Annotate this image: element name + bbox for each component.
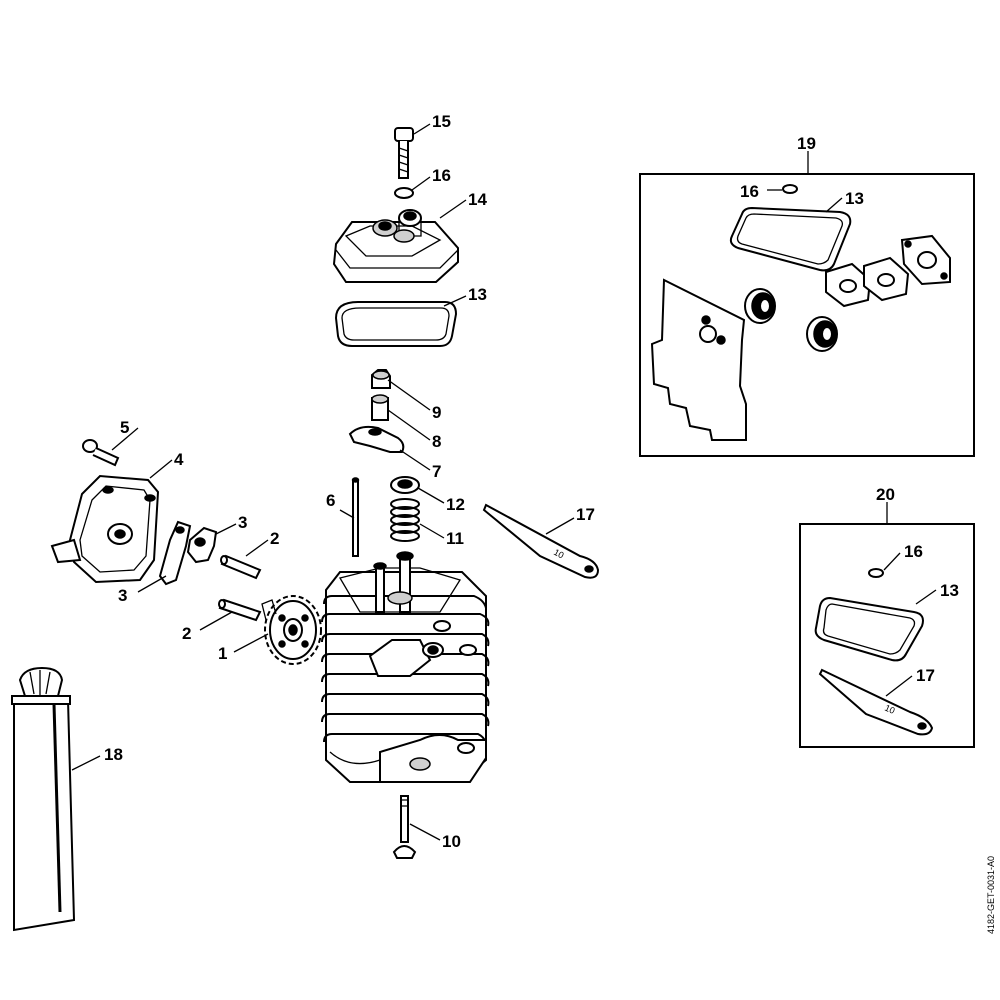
kit-19-flange-gasket-1 xyxy=(825,262,872,308)
callout-18: 18 xyxy=(104,745,123,764)
kit-20-gasket xyxy=(814,596,924,662)
callout-1: 1 xyxy=(218,644,227,663)
kit-19-sheet-gasket xyxy=(650,278,747,441)
cam-cover-part-4 xyxy=(50,474,160,584)
pin-part-2-upper xyxy=(220,554,262,580)
kit-20-washer xyxy=(868,568,884,578)
washer-part-16 xyxy=(394,187,414,199)
callout-2-upper: 2 xyxy=(270,529,279,548)
callout-kit-20-16: 16 xyxy=(904,542,923,561)
reference-code: 4182-GET-0031-A0 xyxy=(986,856,996,934)
callout-labels: 15 16 14 13 9 8 7 12 11 6 17 10 5 4 3 3 … xyxy=(104,112,959,851)
lever-part-3-upper xyxy=(186,526,218,564)
valve-part-10 xyxy=(392,795,417,859)
screw-part-5 xyxy=(82,439,120,467)
kit-19-washer xyxy=(782,184,798,194)
callout-kit-20: 20 xyxy=(876,485,895,504)
leader-lines xyxy=(71,123,937,841)
callout-17: 17 xyxy=(576,505,595,524)
kit-20-tool: 10 xyxy=(818,668,934,736)
kit-20-contents: 10 xyxy=(814,568,934,736)
kit-19-box xyxy=(639,151,975,457)
kit-19-seal-2 xyxy=(806,316,838,352)
valve-cover-part-14 xyxy=(332,209,459,283)
cylinder xyxy=(321,551,490,783)
callout-kit-19: 19 xyxy=(797,134,816,153)
valve-tool-part-17: 10 xyxy=(482,503,600,579)
kit-19-contents xyxy=(650,184,951,441)
callout-3-upper: 3 xyxy=(238,513,247,532)
callout-12: 12 xyxy=(446,495,465,514)
sealant-tube-part-18 xyxy=(11,666,76,932)
pin-part-2-lower xyxy=(218,598,262,622)
gasket-part-13 xyxy=(334,301,458,347)
callout-kit-19-13: 13 xyxy=(845,189,864,208)
kit-19-flange-gasket-3 xyxy=(900,234,951,286)
callout-2-lower: 2 xyxy=(182,624,191,643)
callout-7: 7 xyxy=(432,462,441,481)
callout-15: 15 xyxy=(432,112,451,131)
callout-5: 5 xyxy=(120,418,129,437)
callout-kit-20-13: 13 xyxy=(940,581,959,600)
tool-marking: 10 xyxy=(552,547,566,561)
callout-kit-20-17: 17 xyxy=(916,666,935,685)
lever-part-3-lower xyxy=(158,520,192,586)
kit-20-tool-marking: 10 xyxy=(883,703,896,716)
callout-14: 14 xyxy=(468,190,487,209)
screw-part-15 xyxy=(394,127,414,179)
nut-part-9 xyxy=(371,369,391,389)
callout-4: 4 xyxy=(174,450,184,469)
callout-3-lower: 3 xyxy=(118,586,127,605)
kit-19-seal-1 xyxy=(744,288,776,324)
callout-8: 8 xyxy=(432,432,441,451)
valve-spring-part-11 xyxy=(390,498,420,542)
callout-6: 6 xyxy=(326,491,335,510)
callout-kit-19-16: 16 xyxy=(740,182,759,201)
spring-retainer-part-12 xyxy=(390,476,420,494)
sleeve-part-8 xyxy=(371,394,389,421)
gear-part-1 xyxy=(261,595,322,665)
callout-16: 16 xyxy=(432,166,451,185)
rocker-arm-part-7 xyxy=(348,425,405,453)
callout-9: 9 xyxy=(432,403,441,422)
callout-11: 11 xyxy=(446,529,464,548)
kit-20-box xyxy=(799,502,975,748)
callout-10: 10 xyxy=(442,832,461,851)
kit-19-flange-gasket-2 xyxy=(863,256,910,302)
kit-19-gasket xyxy=(729,206,852,272)
callout-13: 13 xyxy=(468,285,487,304)
